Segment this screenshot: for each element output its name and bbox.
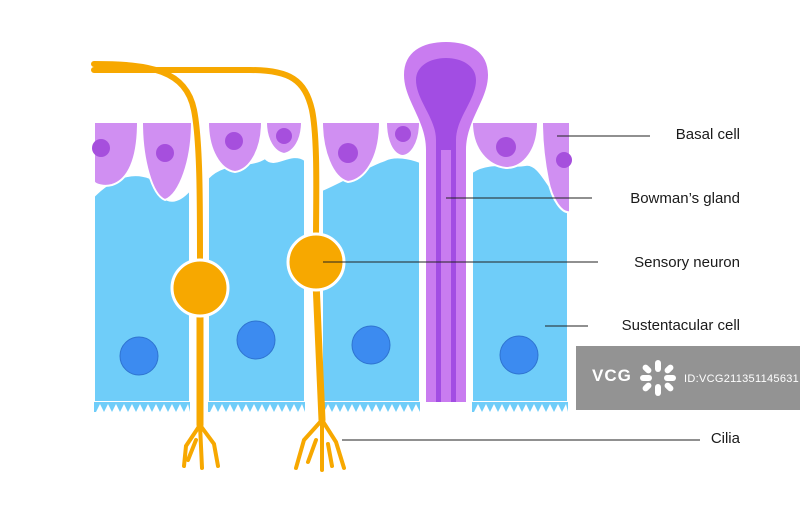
basal-nucleus — [496, 137, 516, 157]
leader-lines — [323, 135, 700, 441]
neuron-axon — [91, 61, 203, 265]
basal-nuclei — [92, 126, 572, 168]
basal-cell — [540, 121, 571, 214]
label-sustentacular-cell: Sustentacular cell — [621, 317, 740, 334]
basal-nucleus — [276, 128, 292, 144]
cilia-branches — [294, 418, 346, 472]
label-cilia: Cilia — [710, 430, 740, 447]
nucleus — [499, 335, 539, 375]
basal-nucleus — [338, 143, 358, 163]
basal-nucleus — [156, 144, 174, 162]
basal-nucleus — [225, 132, 243, 150]
label-sensory-neuron: Sensory neuron — [634, 254, 740, 271]
gland-lumen — [441, 150, 451, 402]
cilia-branches — [182, 423, 220, 470]
nucleus — [236, 320, 276, 360]
sensory-neurons — [91, 61, 346, 472]
label-basal-cell: Basal cell — [675, 126, 740, 143]
cell-base-serrations — [96, 402, 568, 412]
basal-nucleus — [395, 126, 411, 142]
sustentacular-cells — [93, 156, 569, 403]
basal-nucleus — [92, 139, 110, 157]
nucleus — [351, 325, 391, 365]
basal-cell — [93, 121, 140, 187]
neuron-cell-body — [170, 258, 230, 318]
watermark: VCG ID:VCG211351145631 — [576, 346, 800, 410]
neuron-dendrite — [312, 278, 326, 424]
cell-base-teeth — [94, 402, 568, 412]
bowmans-gland — [404, 42, 488, 402]
neuron-bodies — [170, 232, 346, 318]
pinwheel-icon — [640, 360, 676, 396]
nucleus — [119, 336, 159, 376]
neuron-axon — [91, 67, 320, 243]
basal-nucleus — [556, 152, 572, 168]
watermark-logo: VCG — [592, 366, 632, 385]
sustentacular-nuclei — [119, 320, 539, 376]
watermark-id: ID:VCG211351145631 — [684, 373, 800, 385]
label-bowmans-gland: Bowman’s gland — [630, 190, 740, 207]
